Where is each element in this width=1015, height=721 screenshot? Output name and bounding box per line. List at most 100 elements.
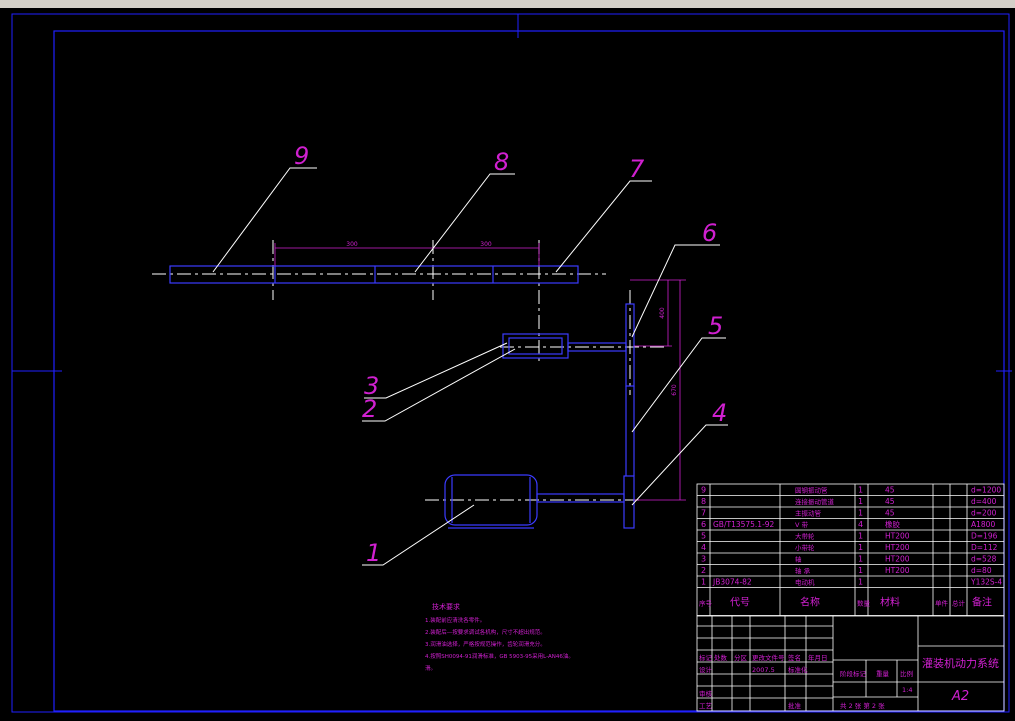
tb-scale-label: 比例 xyxy=(900,669,913,678)
parts-row-remark: d=400 xyxy=(971,497,997,506)
tb-date: 2007.5 xyxy=(752,666,775,674)
tb-sheets: 共 2 张 第 2 张 xyxy=(840,701,885,710)
parts-row-code: JB3074-82 xyxy=(712,578,752,587)
parts-row-remark: d=200 xyxy=(971,509,997,518)
balloon-9: 9 xyxy=(294,142,309,170)
parts-row-no: 2 xyxy=(701,566,706,575)
part-balloons: 9 8 7 6 5 4 3 2 1 xyxy=(294,142,727,567)
leader-lines xyxy=(212,167,728,566)
parts-row-no: 4 xyxy=(701,543,706,552)
parts-row-remark: Y132S-4 xyxy=(970,578,1002,587)
parts-row-name: 大带轮 xyxy=(795,532,815,541)
dimension-lines xyxy=(274,243,686,501)
parts-row-qty: 1 xyxy=(858,509,863,518)
cad-canvas[interactable]: 300 300 400 670 9 8 7 6 5 4 3 2 1 技术要求 1… xyxy=(0,8,1015,717)
balloon-7: 7 xyxy=(629,155,645,183)
dimension-shaft-left: 300 xyxy=(346,241,358,248)
parts-row-qty: 1 xyxy=(858,578,863,587)
parts-header-qty: 数量 xyxy=(857,599,871,608)
balloon-4: 4 xyxy=(712,399,727,427)
electric-motor xyxy=(444,474,625,529)
tb-approve: 批准 xyxy=(788,701,802,710)
technical-requirements: 技术要求 1.装配前应清洗各零件。 2.装配后—按要求调试各机构，尺寸不超出规范… xyxy=(425,602,574,672)
tb-title: 灌装机动力系统 xyxy=(922,656,999,670)
parts-row-no: 6 xyxy=(701,520,706,529)
parts-row-remark: d=1200 xyxy=(971,486,1001,495)
parts-row-qty: 1 xyxy=(858,486,863,495)
tb-stage-label: 阶段标记 xyxy=(840,669,867,678)
parts-header-unit: 单件 xyxy=(935,599,949,608)
parts-row-material: HT200 xyxy=(885,532,910,541)
parts-row-remark: D=112 xyxy=(971,543,998,552)
parts-row-material: 橡胶 xyxy=(885,519,900,529)
parts-row-no: 1 xyxy=(701,578,706,587)
tech-note-line: 1.装配前应清洗各零件。 xyxy=(425,616,485,624)
tb-reviewer: 审核 xyxy=(699,689,713,698)
parts-row-qty: 1 xyxy=(858,566,863,575)
parts-row-qty: 1 xyxy=(858,532,863,541)
parts-header-material: 材料 xyxy=(880,596,900,609)
parts-row-material: HT200 xyxy=(885,566,910,575)
parts-header-no: 序号 xyxy=(699,599,713,608)
parts-row-material: HT200 xyxy=(885,543,910,552)
tech-note-line: 4.按照SH0094-91润滑标准，GB 5903-95采用L-AN46油。 xyxy=(425,652,574,660)
parts-row-material: 45 xyxy=(885,486,895,495)
tech-note-line: 滑。 xyxy=(425,664,436,672)
parts-row-name: 主振动管 xyxy=(795,509,822,518)
parts-row-name: V 带 xyxy=(795,521,809,529)
parts-header-name: 名称 xyxy=(800,596,820,609)
center-lines xyxy=(152,240,668,501)
parts-row-no: 5 xyxy=(701,532,706,541)
dimension-vertical-large: 670 xyxy=(671,384,678,396)
parts-row-remark: D=196 xyxy=(971,532,998,541)
tb-weight-label: 重量 xyxy=(876,670,890,678)
dimension-vertical-small: 400 xyxy=(659,307,666,319)
parts-row-remark: A1800 xyxy=(971,520,995,529)
parts-row-qty: 1 xyxy=(858,497,863,506)
parts-row-remark: d=80 xyxy=(971,566,992,575)
parts-row-remark: d=528 xyxy=(971,555,997,564)
balloon-6: 6 xyxy=(702,219,717,247)
dimension-shaft-right: 300 xyxy=(480,241,492,248)
bearing-shaft xyxy=(502,303,635,387)
tb-role-sign: 签名 xyxy=(788,653,801,662)
tech-notes-title: 技术要求 xyxy=(432,602,460,611)
drawing-frame xyxy=(11,13,1012,713)
tb-sheet-size: A2 xyxy=(951,689,969,704)
balloon-8: 8 xyxy=(494,148,509,176)
parts-row-name: 连接振动管道 xyxy=(795,497,835,506)
parts-row-name: 轴 承 xyxy=(795,566,811,575)
tb-role-mark: 标记 xyxy=(699,653,713,662)
parts-row-name: 圆钢振动管 xyxy=(795,486,828,495)
parts-row-name: 小带轮 xyxy=(795,543,815,552)
tb-role-docno: 更改文件号 xyxy=(752,653,785,662)
belt-drive xyxy=(623,386,635,529)
parts-row-no: 3 xyxy=(701,555,706,564)
parts-row-no: 7 xyxy=(701,509,706,518)
parts-row-material: 45 xyxy=(885,497,895,506)
balloon-5: 5 xyxy=(708,312,723,340)
parts-row-code: GB/T13575.1-92 xyxy=(713,520,775,529)
title-block: 标记 处数 分区 更改文件号 签名 年月日 设计 2007.5 标准化 审核 工… xyxy=(696,615,1005,712)
parts-row-qty: 1 xyxy=(858,543,863,552)
tech-note-line: 3.润滑油选择，严格按规范操作，齿轮润滑充分。 xyxy=(425,640,546,648)
parts-row-material: HT200 xyxy=(885,555,910,564)
balloon-1: 1 xyxy=(366,539,381,567)
tb-process: 工艺 xyxy=(699,702,713,710)
tb-standardize: 标准化 xyxy=(788,665,808,674)
tb-role-zone: 分区 xyxy=(734,653,748,662)
parts-row-qty: 4 xyxy=(858,520,863,529)
parts-header-remark: 备注 xyxy=(972,596,992,609)
tb-designer: 设计 xyxy=(699,665,713,674)
tb-role-count: 处数 xyxy=(714,653,728,662)
parts-row-qty: 1 xyxy=(858,555,863,564)
parts-row-name: 电动机 xyxy=(795,578,815,587)
parts-header-code: 代号 xyxy=(730,597,750,609)
parts-row-material: 45 xyxy=(885,509,895,518)
parts-header-total: 总计 xyxy=(952,599,966,608)
tb-role-date: 年月日 xyxy=(808,653,828,662)
main-vibration-shaft xyxy=(169,265,579,284)
balloon-2: 2 xyxy=(362,395,377,423)
parts-row-no: 8 xyxy=(701,497,706,506)
